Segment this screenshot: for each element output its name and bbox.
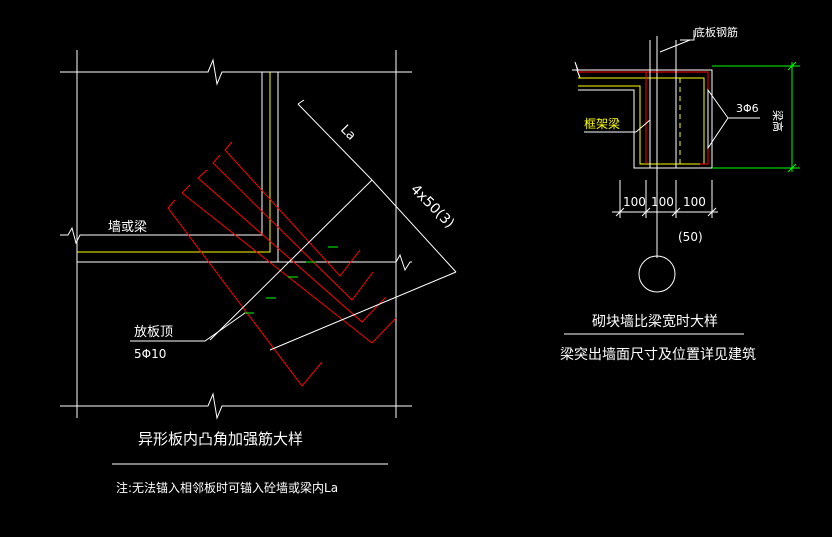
axis-bubble [638,255,676,293]
dim-la: La [337,122,358,143]
top-break-line [60,58,412,86]
dim-1: 100 [623,195,646,209]
leader-frame-beam-b [635,119,651,133]
reinforcing-bars [167,141,397,387]
label-bars: 5Φ10 [134,347,166,361]
left-note: 注:无法锚入相邻板时可锚入砼墙或梁内La [116,480,338,495]
leader-slab-bar-2 [659,39,691,53]
yellow-wall-edge [77,72,271,253]
beam-height-dim [712,61,800,173]
rebar-4 [181,184,397,344]
left-detail: La 4x50(3) 墙或梁 放板顶 5Φ10 异形板内凸角加强筋大样 注:无法… [60,50,457,495]
dimension-lines [209,99,457,351]
dim-note: (50) [678,230,703,244]
slab-top-leader [130,312,246,342]
wall-beam-right [278,253,412,272]
beam-yellow [578,77,705,165]
bottom-break-line [60,392,412,420]
dim-2: 100 [651,195,674,209]
right-title: 砌块墙比梁宽时大样 [592,313,718,330]
beam-outline [578,69,713,169]
slab-break [572,61,581,79]
label-beam-height: 梁高 [771,110,785,132]
leader-3phi6 [707,88,760,150]
rebar-5 [167,199,323,387]
rebar-3 [197,169,387,323]
dim-3: 100 [683,195,706,209]
label-rebar: 3Φ6 [736,102,759,115]
right-detail: 底板钢筋 框架梁 3Φ6 梁高 100 100 100 (50) 砌块墙比梁宽时… [560,25,800,363]
green-ticks [244,246,338,314]
dim-spacing: 4x50(3) [407,182,457,232]
leader-slab-bar [680,30,695,41]
label-slab-top: 放板顶 [134,325,173,340]
label-wall-beam: 墙或梁 [108,220,147,235]
left-title: 异形板内凸角加强筋大样 [138,430,303,448]
horizontal-dim [612,180,718,218]
wall-beam-line-upper [60,72,263,245]
rebar-1 [224,141,361,277]
right-subtitle: 梁突出墙面尺寸及位置详见建筑 [560,347,756,363]
rebar-2 [212,154,374,301]
label-slab-bar: 底板钢筋 [694,25,738,39]
label-frame-beam: 框架梁 [584,116,620,131]
